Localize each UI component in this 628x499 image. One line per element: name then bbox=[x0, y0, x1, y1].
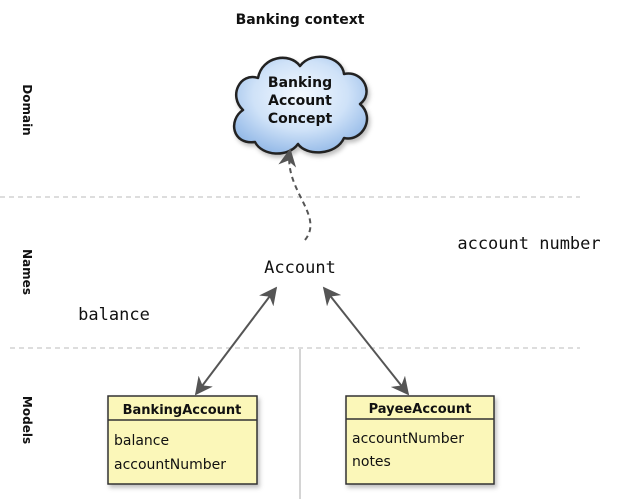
arrow-account-to-payee-account bbox=[322, 286, 410, 396]
cloud-line-1: Banking bbox=[268, 75, 332, 91]
arrow-account-to-banking-account bbox=[194, 286, 278, 396]
name-account: Account bbox=[264, 258, 336, 278]
class-attribute: balance bbox=[114, 433, 169, 449]
class-name: PayeeAccount bbox=[369, 402, 472, 417]
diagram-title: Banking context bbox=[236, 12, 365, 28]
lane-label-models: Models bbox=[20, 396, 34, 444]
name-balance: balance bbox=[78, 305, 150, 325]
class-attribute: accountNumber bbox=[352, 431, 464, 447]
lane-label-domain: Domain bbox=[20, 84, 34, 135]
class-attribute: accountNumber bbox=[114, 457, 226, 473]
class-payee-account bbox=[345, 395, 495, 485]
cloud-line-3: Concept bbox=[268, 111, 333, 127]
domain-concept-cloud bbox=[233, 55, 369, 155]
lane-label-names: Names bbox=[20, 249, 34, 295]
class-banking-account bbox=[107, 395, 258, 485]
class-box bbox=[345, 395, 495, 485]
name-account-number: account number bbox=[457, 234, 600, 254]
class-attribute: notes bbox=[352, 454, 391, 470]
realizes-arrow bbox=[278, 148, 312, 241]
cloud-shape bbox=[233, 55, 369, 155]
cloud-line-2: Account bbox=[268, 93, 332, 109]
class-name: BankingAccount bbox=[123, 403, 242, 418]
class-box bbox=[107, 395, 258, 485]
